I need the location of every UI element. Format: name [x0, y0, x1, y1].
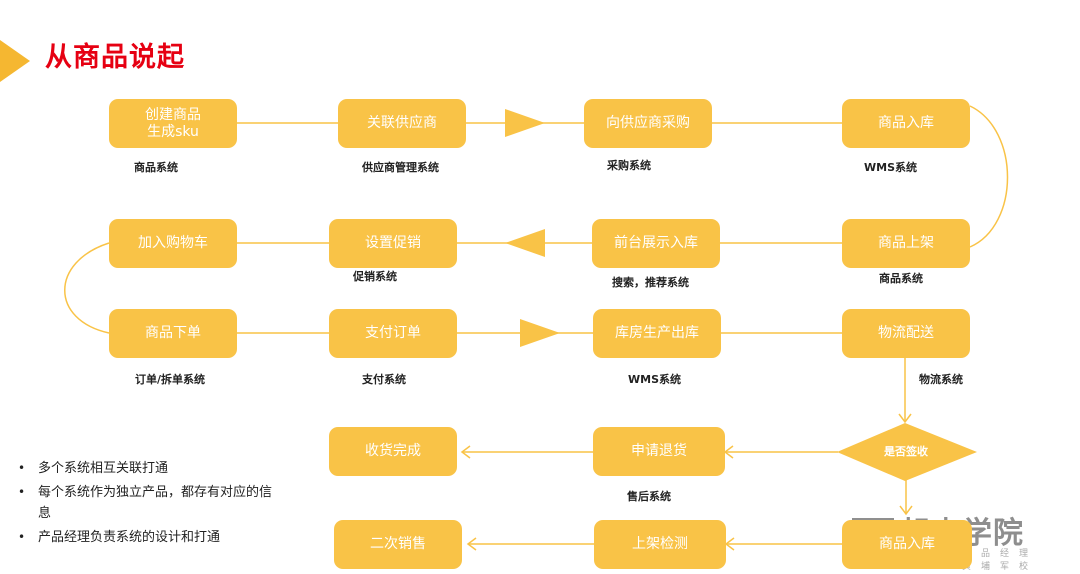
bullet-item: 多个系统相互关联打通	[18, 458, 278, 479]
system-label-after-sales: 售后系统	[627, 490, 671, 503]
big-arrow-left-icon	[505, 229, 545, 257]
node-purchase: 向供应商采购	[584, 99, 712, 148]
node-receive-done: 收货完成	[329, 427, 457, 476]
system-label-product-2: 商品系统	[879, 272, 923, 285]
node-shelf-inspect: 上架检测	[594, 520, 726, 569]
system-label-order-split: 订单/拆单系统	[135, 373, 206, 386]
decision-diamond	[837, 423, 977, 481]
node-resale: 二次销售	[334, 520, 462, 569]
node-inbound-2: 商品入库	[842, 520, 972, 569]
system-label-payment: 支付系统	[362, 373, 406, 386]
node-apply-return: 申请退货	[593, 427, 725, 476]
node-frontend-display: 前台展示入库	[592, 219, 720, 268]
node-pay-order: 支付订单	[329, 309, 457, 358]
node-inbound-1: 商品入库	[842, 99, 970, 148]
system-label-supplier-mgmt: 供应商管理系统	[362, 161, 439, 174]
node-create-product: 创建商品 生成sku	[109, 99, 237, 148]
arrowhead-logistics-decision-icon	[898, 413, 912, 424]
title-arrow-icon	[0, 40, 30, 82]
big-arrow-right-2-icon	[520, 319, 560, 347]
big-arrow-right-1-icon	[505, 109, 545, 137]
system-label-wms-1: WMS系统	[864, 161, 918, 174]
page-title: 从商品说起	[45, 42, 185, 73]
bullet-item: 产品经理负责系统的设计和打通	[18, 527, 278, 548]
bullet-item: 每个系统作为独立产品，都存有对应的信息	[18, 482, 278, 524]
arrowhead-inspect-resale-icon	[466, 537, 477, 551]
watermark-sub: 产品经理黄埔军校	[962, 549, 1039, 572]
node-warehouse-out: 库房生产出库	[593, 309, 721, 358]
node-logistics: 物流配送	[842, 309, 970, 358]
connector-inbound-shelve	[969, 105, 1009, 248]
node-add-cart: 加入购物车	[109, 219, 237, 268]
node-place-order: 商品下单	[109, 309, 237, 358]
arrowhead-decision-inbound-icon	[899, 505, 913, 516]
system-label-product-1: 商品系统	[134, 161, 178, 174]
node-shelve: 商品上架	[842, 219, 970, 268]
decision-label: 是否签收	[884, 445, 928, 458]
arrowhead-decision-return-icon	[723, 445, 734, 459]
node-link-supplier: 关联供应商	[338, 99, 466, 148]
connector-cart-order	[64, 242, 110, 334]
system-label-purchase: 采购系统	[607, 159, 651, 172]
arrowhead-return-receive-icon	[460, 445, 471, 459]
arrowhead-inbound-inspect-icon	[724, 537, 735, 551]
system-label-promo: 促销系统	[353, 270, 397, 283]
bullet-list: 多个系统相互关联打通 每个系统作为独立产品，都存有对应的信息 产品经理负责系统的…	[18, 458, 278, 551]
system-label-wms-2: WMS系统	[628, 373, 682, 386]
system-label-logistics: 物流系统	[919, 373, 963, 386]
system-label-search-rec: 搜索，推荐系统	[612, 276, 689, 289]
node-set-promo: 设置促销	[329, 219, 457, 268]
